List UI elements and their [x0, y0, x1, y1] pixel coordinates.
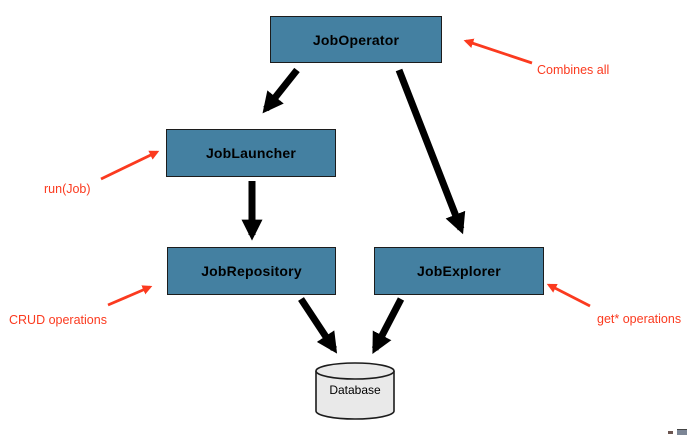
arrow-jobrepository-to-database	[298, 297, 338, 354]
node-job-operator-label: JobOperator	[312, 31, 400, 48]
annotation-arrow-combines-all	[463, 38, 533, 65]
annotation-arrow-run-job	[100, 150, 160, 181]
node-job-repository: JobRepository	[167, 247, 336, 295]
node-job-explorer: JobExplorer	[374, 247, 544, 295]
annotation-combines-all: Combines all	[537, 63, 610, 77]
annotation-get-operations: get* operations	[597, 312, 682, 326]
node-job-repository-label: JobRepository	[201, 263, 302, 279]
annotation-crud-operations: CRUD operations	[9, 313, 107, 327]
node-job-launcher: JobLauncher	[166, 129, 336, 177]
clipped-footer-mark	[668, 431, 673, 434]
annotation-arrow-crud-operations	[107, 285, 153, 307]
annotation-run-job: run(Job)	[44, 182, 91, 196]
annotation-arrow-get-operations	[546, 283, 591, 308]
node-database-label: Database	[329, 383, 381, 397]
clipped-footer-mark	[677, 429, 687, 435]
node-job-operator: JobOperator	[270, 16, 442, 63]
database-cylinder-top	[315, 362, 395, 380]
node-job-launcher-label: JobLauncher	[205, 145, 297, 161]
arrow-joboperator-to-jobexplorer	[395, 68, 466, 235]
node-job-explorer-label: JobExplorer	[417, 263, 501, 279]
database-cylinder-body	[315, 371, 395, 420]
database-cylinder-icon	[315, 362, 395, 420]
arrow-joboperator-to-joblauncher	[262, 67, 300, 114]
arrow-jobexplorer-to-database	[371, 297, 405, 354]
